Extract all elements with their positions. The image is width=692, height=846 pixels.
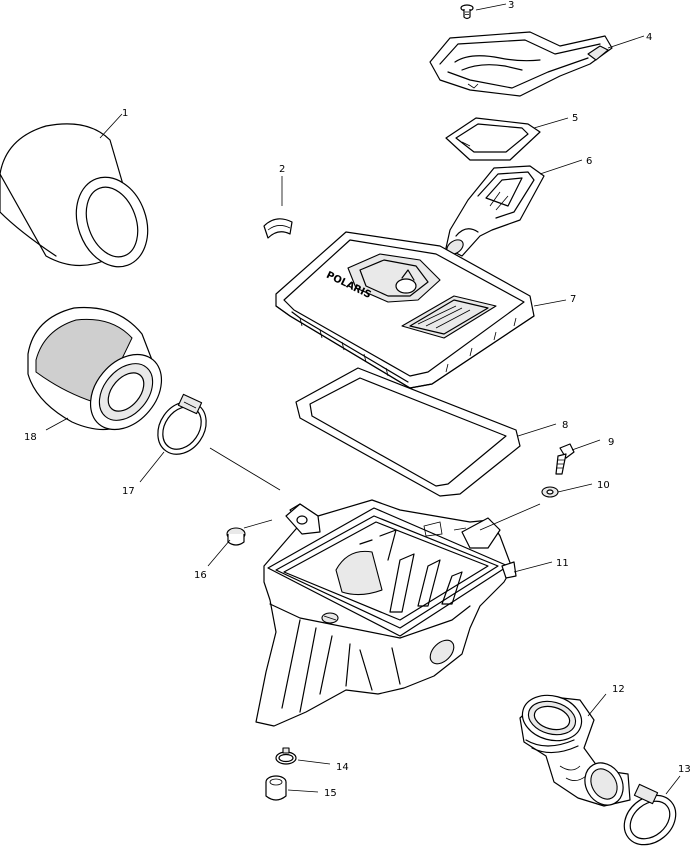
callout-12: 12 bbox=[612, 684, 625, 695]
part-bolt-9 bbox=[555, 443, 575, 475]
callout-1: 1 bbox=[122, 108, 128, 119]
part-gasket-5 bbox=[445, 117, 541, 161]
part-hose-clamp-17 bbox=[157, 393, 207, 455]
assembly-centerline bbox=[209, 447, 281, 491]
part-snorkel-6 bbox=[445, 165, 545, 257]
part-clamp-14 bbox=[275, 747, 297, 765]
callouts: 3 4 5 6 1 2 7 8 9 10 11 12 13 14 15 16 1 bbox=[24, 0, 691, 799]
part-airbox-cover-7: POLARIS bbox=[275, 231, 535, 389]
washer-leader-line bbox=[479, 503, 541, 531]
part-prefilter-1 bbox=[0, 123, 149, 268]
part-hose-clamp-13 bbox=[623, 783, 677, 846]
callout-13: 13 bbox=[678, 764, 691, 775]
callout-4: 4 bbox=[646, 32, 652, 43]
callout-16: 16 bbox=[194, 570, 207, 581]
callout-11: 11 bbox=[556, 558, 569, 569]
callout-5: 5 bbox=[572, 113, 578, 124]
callout-10: 10 bbox=[597, 480, 610, 491]
part-grommet-16 bbox=[226, 527, 246, 546]
callout-9: 9 bbox=[608, 437, 614, 448]
callout-17: 17 bbox=[122, 486, 135, 497]
callout-6: 6 bbox=[586, 156, 592, 167]
part-airbox-base-11 bbox=[255, 499, 517, 727]
callout-18: 18 bbox=[24, 432, 37, 443]
part-washer-10 bbox=[541, 486, 559, 498]
grommet-leader-line bbox=[243, 519, 273, 529]
part-screw-3 bbox=[460, 4, 474, 20]
callout-2: 2 bbox=[279, 164, 285, 175]
callout-8: 8 bbox=[562, 420, 568, 431]
part-filter-element-18 bbox=[27, 306, 163, 431]
part-outlet-boot-12 bbox=[519, 694, 631, 807]
callout-15: 15 bbox=[324, 788, 337, 799]
part-clip-2 bbox=[263, 218, 293, 239]
callout-14: 14 bbox=[336, 762, 349, 773]
part-cover-seal-8 bbox=[295, 367, 521, 497]
part-drain-cap-15 bbox=[265, 775, 287, 801]
part-intake-duct-cover-4 bbox=[429, 31, 613, 97]
callout-7: 7 bbox=[570, 294, 576, 305]
callout-3: 3 bbox=[508, 0, 514, 11]
